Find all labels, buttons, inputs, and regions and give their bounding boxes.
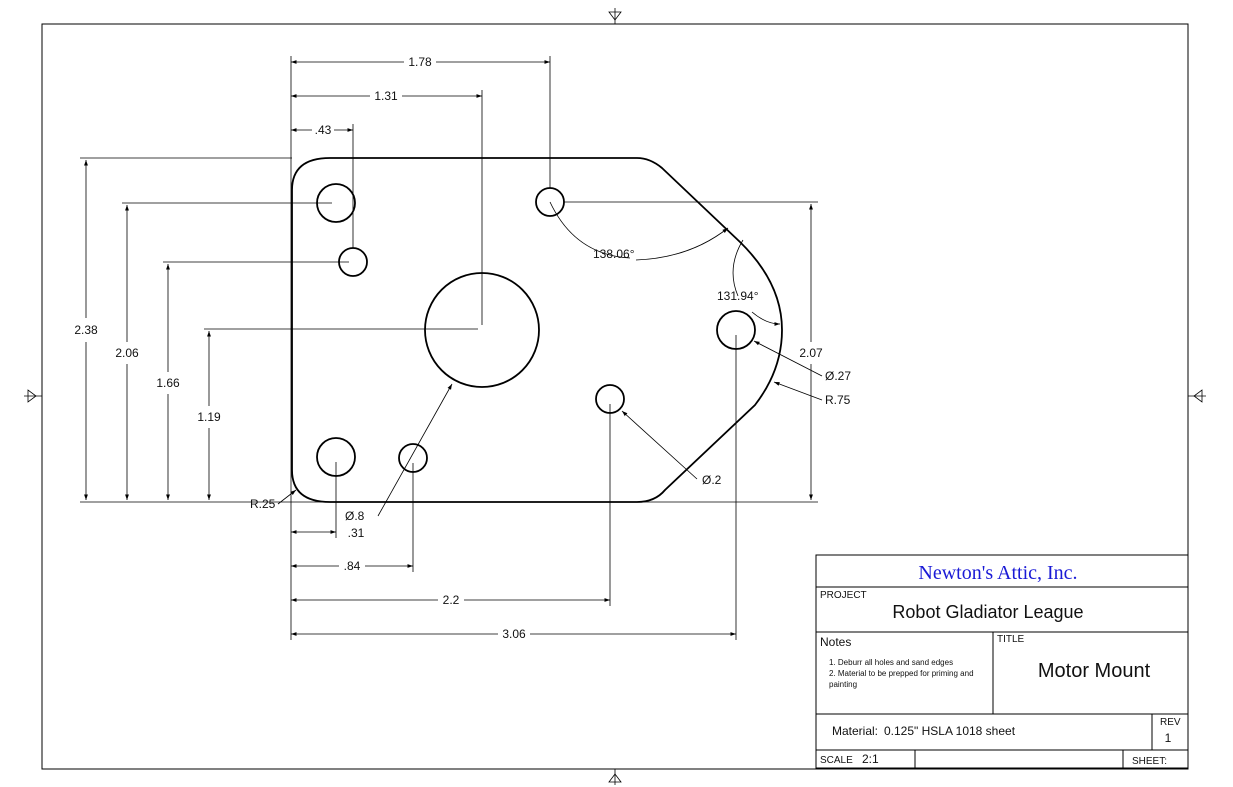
project-label: PROJECT: [820, 590, 867, 601]
leader-lines: [277, 340, 823, 517]
dim-1-19: 1.19: [197, 410, 221, 424]
dimension-lines: [84, 60, 813, 636]
dimension-labels: 1.78 1.31 .43 2.38 2.06 1.66 1.19 2.07 .…: [74, 55, 851, 641]
dim-3-06: 3.06: [502, 627, 526, 641]
note-1: 1. Deburr all holes and sand edges: [829, 658, 953, 667]
project-name: Robot Gladiator League: [892, 602, 1083, 622]
part-outline: [291, 157, 783, 503]
title-block: Newton's Attic, Inc. PROJECT Robot Gladi…: [815, 554, 1189, 769]
sheet-label: SHEET:: [1132, 756, 1167, 767]
dim-2-2: 2.2: [443, 593, 460, 607]
drawing-title: Motor Mount: [1038, 660, 1151, 682]
dim-dia-8: Ø.8: [345, 509, 365, 523]
notes-label: Notes: [820, 635, 851, 649]
dim-2-06: 2.06: [115, 346, 139, 360]
dim-dia-27: Ø.27: [825, 369, 851, 383]
rev-label: REV: [1160, 717, 1181, 728]
company-name: Newton's Attic, Inc.: [918, 562, 1077, 584]
dim-angle-131: 131.94°: [717, 289, 759, 303]
centering-marks: [24, 8, 1206, 785]
note-2: 2. Material to be prepped for priming an…: [829, 669, 974, 678]
dim-dia-2: Ø.2: [702, 473, 722, 487]
dim-1-78: 1.78: [408, 55, 432, 69]
dim-84: .84: [344, 559, 361, 573]
note-2-cont: painting: [829, 680, 857, 689]
dim-angle-138: 138.06°: [593, 247, 635, 261]
dim-2-07: 2.07: [799, 346, 823, 360]
rev-value: 1: [1165, 731, 1172, 745]
scale-label: SCALE: [820, 755, 853, 766]
material-value: 0.125" HSLA 1018 sheet: [884, 724, 1016, 738]
dim-43: .43: [315, 123, 332, 137]
dim-1-66: 1.66: [156, 376, 180, 390]
dim-r-25: R.25: [250, 497, 276, 511]
extension-lines: [80, 56, 818, 640]
dim-r-75: R.75: [825, 393, 851, 407]
angle-arcs: [549, 201, 781, 326]
dim-2-38: 2.38: [74, 323, 98, 337]
dim-31: .31: [348, 526, 365, 540]
sheet-border: [41, 23, 1189, 770]
material-label: Material:: [832, 724, 878, 738]
scale-value: 2:1: [862, 752, 879, 766]
title-label: TITLE: [997, 634, 1025, 645]
dim-1-31: 1.31: [374, 89, 398, 103]
